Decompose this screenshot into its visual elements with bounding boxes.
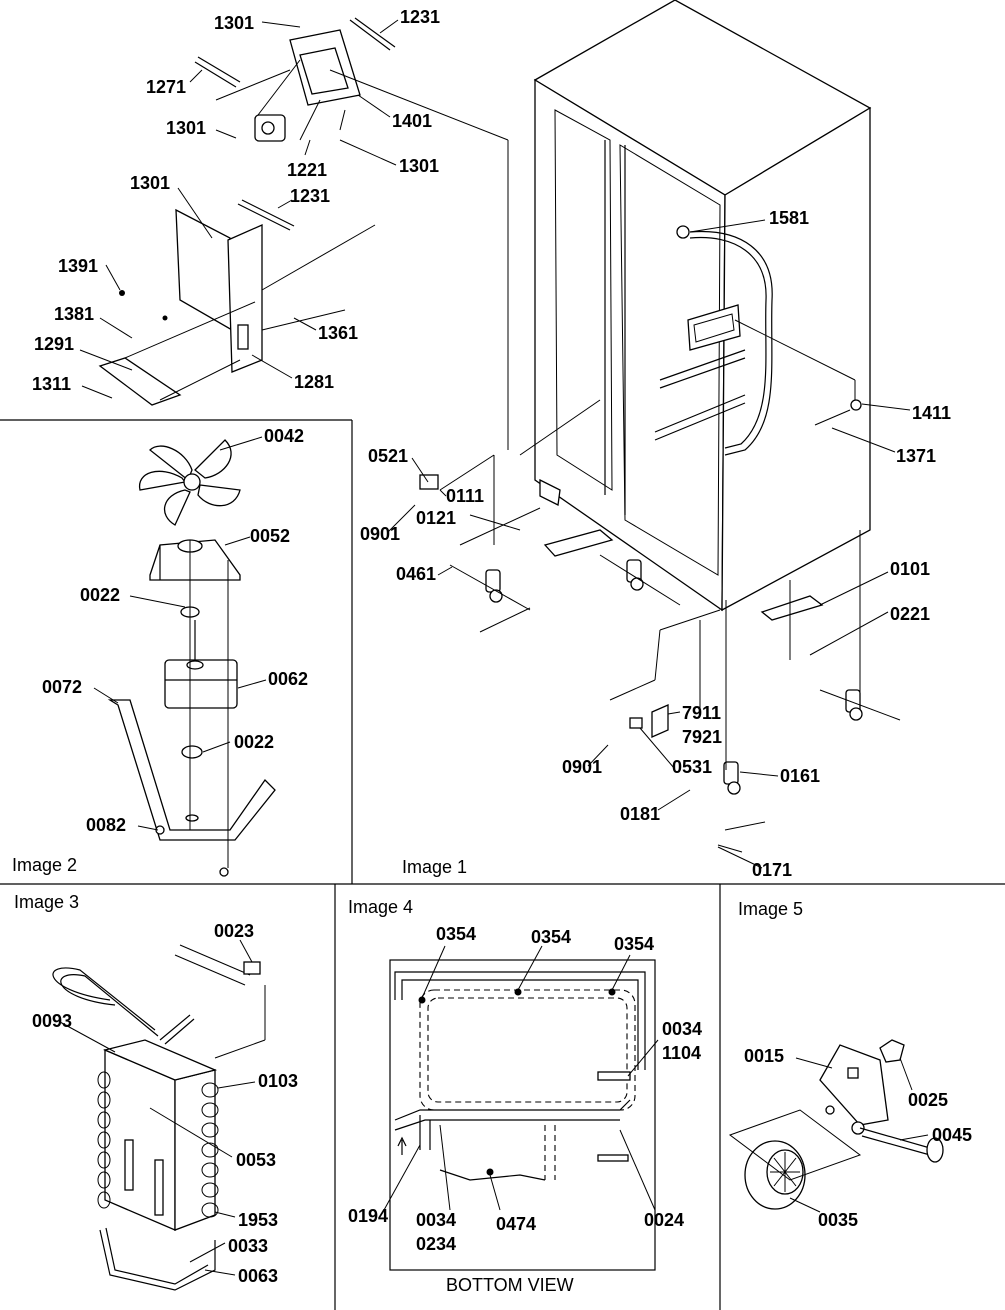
part-label: 0025 (908, 1090, 948, 1110)
part-label: 1301 (166, 118, 206, 138)
caption-image-2: Image 2 (12, 855, 77, 875)
part-label: 0354 (436, 924, 476, 944)
panel-frames (0, 419, 1005, 1310)
part-label: 0354 (614, 934, 654, 954)
part-label: 1231 (400, 7, 440, 27)
evaporator-drawing (52, 944, 266, 1291)
part-label: 0063 (238, 1266, 278, 1286)
part-label: 1301 (214, 13, 254, 33)
caster-front (723, 761, 741, 795)
part-label: 1221 (287, 160, 327, 180)
caster-right (845, 689, 863, 721)
part-label: 1104 (662, 1043, 701, 1063)
part-label: 0531 (672, 757, 712, 777)
coil-loops-left (97, 1071, 111, 1209)
part-label: 1401 (392, 111, 432, 131)
caster-left (485, 569, 503, 603)
part-label: 0034 (662, 1019, 702, 1039)
part-label: 0035 (818, 1210, 858, 1230)
part-label: 0045 (932, 1125, 972, 1145)
damper-assembly-drawing (98, 17, 509, 450)
part-label: 1301 (399, 156, 439, 176)
part-label: 0042 (264, 426, 304, 446)
part-labels: 1301 1231 1271 1301 1401 1221 1301 1301 … (32, 7, 972, 1286)
part-label: 0194 (348, 1206, 388, 1226)
part-label: 7921 (682, 727, 722, 747)
part-label: 0053 (236, 1150, 276, 1170)
part-label: 0093 (32, 1011, 72, 1031)
part-label: 0052 (250, 526, 290, 546)
caption-image-4: Image 4 (348, 897, 413, 917)
part-label: 1581 (769, 208, 809, 228)
part-label: 0181 (620, 804, 660, 824)
part-label: 0022 (80, 585, 120, 605)
part-label: 0103 (258, 1071, 298, 1091)
part-label: 0015 (744, 1046, 784, 1066)
part-label: 0234 (416, 1234, 456, 1254)
part-label: 1231 (290, 186, 330, 206)
part-label: 0474 (496, 1214, 536, 1234)
part-label: 0901 (360, 524, 400, 544)
part-label: 0023 (214, 921, 254, 941)
part-label: 0033 (228, 1236, 268, 1256)
caster-assembly-drawing (728, 1039, 944, 1210)
part-label: 1391 (58, 256, 98, 276)
part-label: 0901 (562, 757, 602, 777)
part-label: 1301 (130, 173, 170, 193)
fan-assembly-drawing (107, 439, 276, 877)
part-label: 1411 (912, 403, 951, 423)
part-label: 0111 (446, 486, 484, 506)
part-label: 0354 (531, 927, 571, 947)
part-label: 0022 (234, 732, 274, 752)
caster-mid (626, 559, 644, 591)
part-label: 0521 (368, 446, 408, 466)
part-label: 7911 (682, 703, 721, 723)
part-label: 0034 (416, 1210, 456, 1230)
cabinet-drawing (419, 0, 901, 853)
part-label: 0461 (396, 564, 436, 584)
part-label: 1953 (238, 1210, 278, 1230)
part-label: 0221 (890, 604, 930, 624)
part-label: 0072 (42, 677, 82, 697)
part-label: 1311 (32, 374, 71, 394)
part-label: 1361 (318, 323, 358, 343)
part-label: 0062 (268, 669, 308, 689)
leader-lines (59, 19, 929, 1276)
part-label: 0121 (416, 508, 456, 528)
part-label: 0171 (752, 860, 792, 880)
part-label: 0024 (644, 1210, 684, 1230)
part-label: 1271 (146, 77, 186, 97)
part-label: 0101 (890, 559, 930, 579)
caption-image-5: Image 5 (738, 899, 803, 919)
bottom-view-drawing (389, 959, 656, 1271)
coil-loops-right (201, 1082, 219, 1218)
caption-image-1: Image 1 (402, 857, 467, 877)
caption-bottom-view: BOTTOM VIEW (446, 1275, 574, 1295)
part-label: 1291 (34, 334, 74, 354)
caption-image-3: Image 3 (14, 892, 79, 912)
part-label: 1371 (896, 446, 936, 466)
part-label: 1281 (294, 372, 334, 392)
part-label: 0082 (86, 815, 126, 835)
part-label: 0161 (780, 766, 820, 786)
part-label: 1381 (54, 304, 94, 324)
